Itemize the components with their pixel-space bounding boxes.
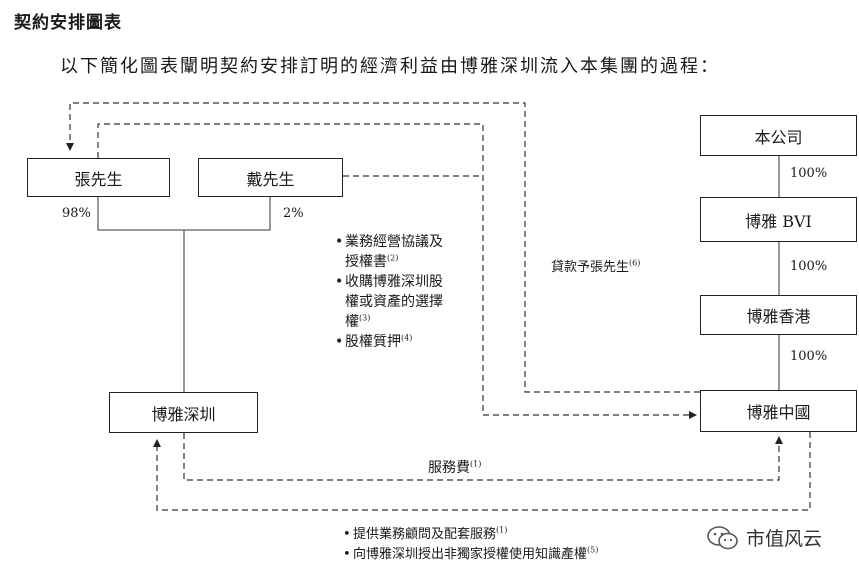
mr-zhang-box: 張先生: [27, 158, 170, 197]
mr-dai-box: 戴先生: [198, 158, 343, 197]
pct-100-bvi-label: 100%: [790, 259, 828, 274]
agreements-list: 業務經營協議及 授權書(2) 收購博雅深圳股 權或資產的選擇 權(3) 股權質押…: [335, 232, 475, 352]
agreement-item: 股權質押(4): [335, 332, 475, 352]
boya-bvi-box: 博雅 BVI: [700, 197, 857, 242]
services-list: 提供業務顧問及配套服務(1) 向博雅深圳授出非獨家授權使用知識產權(5): [343, 525, 703, 565]
pct-100-hk-label: 100%: [790, 349, 828, 364]
boya-shenzhen-box: 博雅深圳: [109, 392, 258, 433]
agreement-flow-top: [97, 123, 484, 415]
services-line: [153, 432, 811, 511]
watermark-text: 市值风云: [746, 528, 823, 550]
agreement-item: 業務經營協議及 授權書(2): [335, 232, 475, 272]
agreement-item: 收購博雅深圳股 權或資產的選擇 權(3): [335, 272, 475, 332]
service-item: 向博雅深圳授出非獨家授權使用知識產權(5): [343, 545, 703, 565]
loan-label: 貸款予張先生(6): [551, 256, 640, 275]
pct-2-label: 2%: [283, 206, 304, 221]
watermark: 市值风云: [706, 524, 822, 551]
company-box: 本公司: [700, 115, 857, 156]
intro-text: 以下簡化圖表闡明契約安排訂明的經濟利益由博雅深圳流入本集團的過程：: [60, 56, 720, 77]
pct-100-company-label: 100%: [790, 166, 828, 181]
boya-hk-box: 博雅香港: [700, 295, 857, 335]
diagram-heading: 契約安排圖表: [14, 13, 122, 33]
boya-china-box: 博雅中國: [700, 390, 857, 432]
wechat-icon: [707, 525, 738, 549]
loan-note: (6): [629, 258, 641, 268]
loan-flow-line: [66, 102, 700, 393]
service-fee-label: 服務費(1): [428, 459, 482, 476]
service-item: 提供業務顧問及配套服務(1): [343, 525, 703, 545]
ownership-lines: [97, 156, 780, 392]
service-fee-line: [183, 433, 783, 481]
loan-label-text: 貸款予張先生: [551, 260, 630, 275]
contract-flows: [66, 102, 811, 511]
pct-98-label: 98%: [62, 206, 91, 221]
